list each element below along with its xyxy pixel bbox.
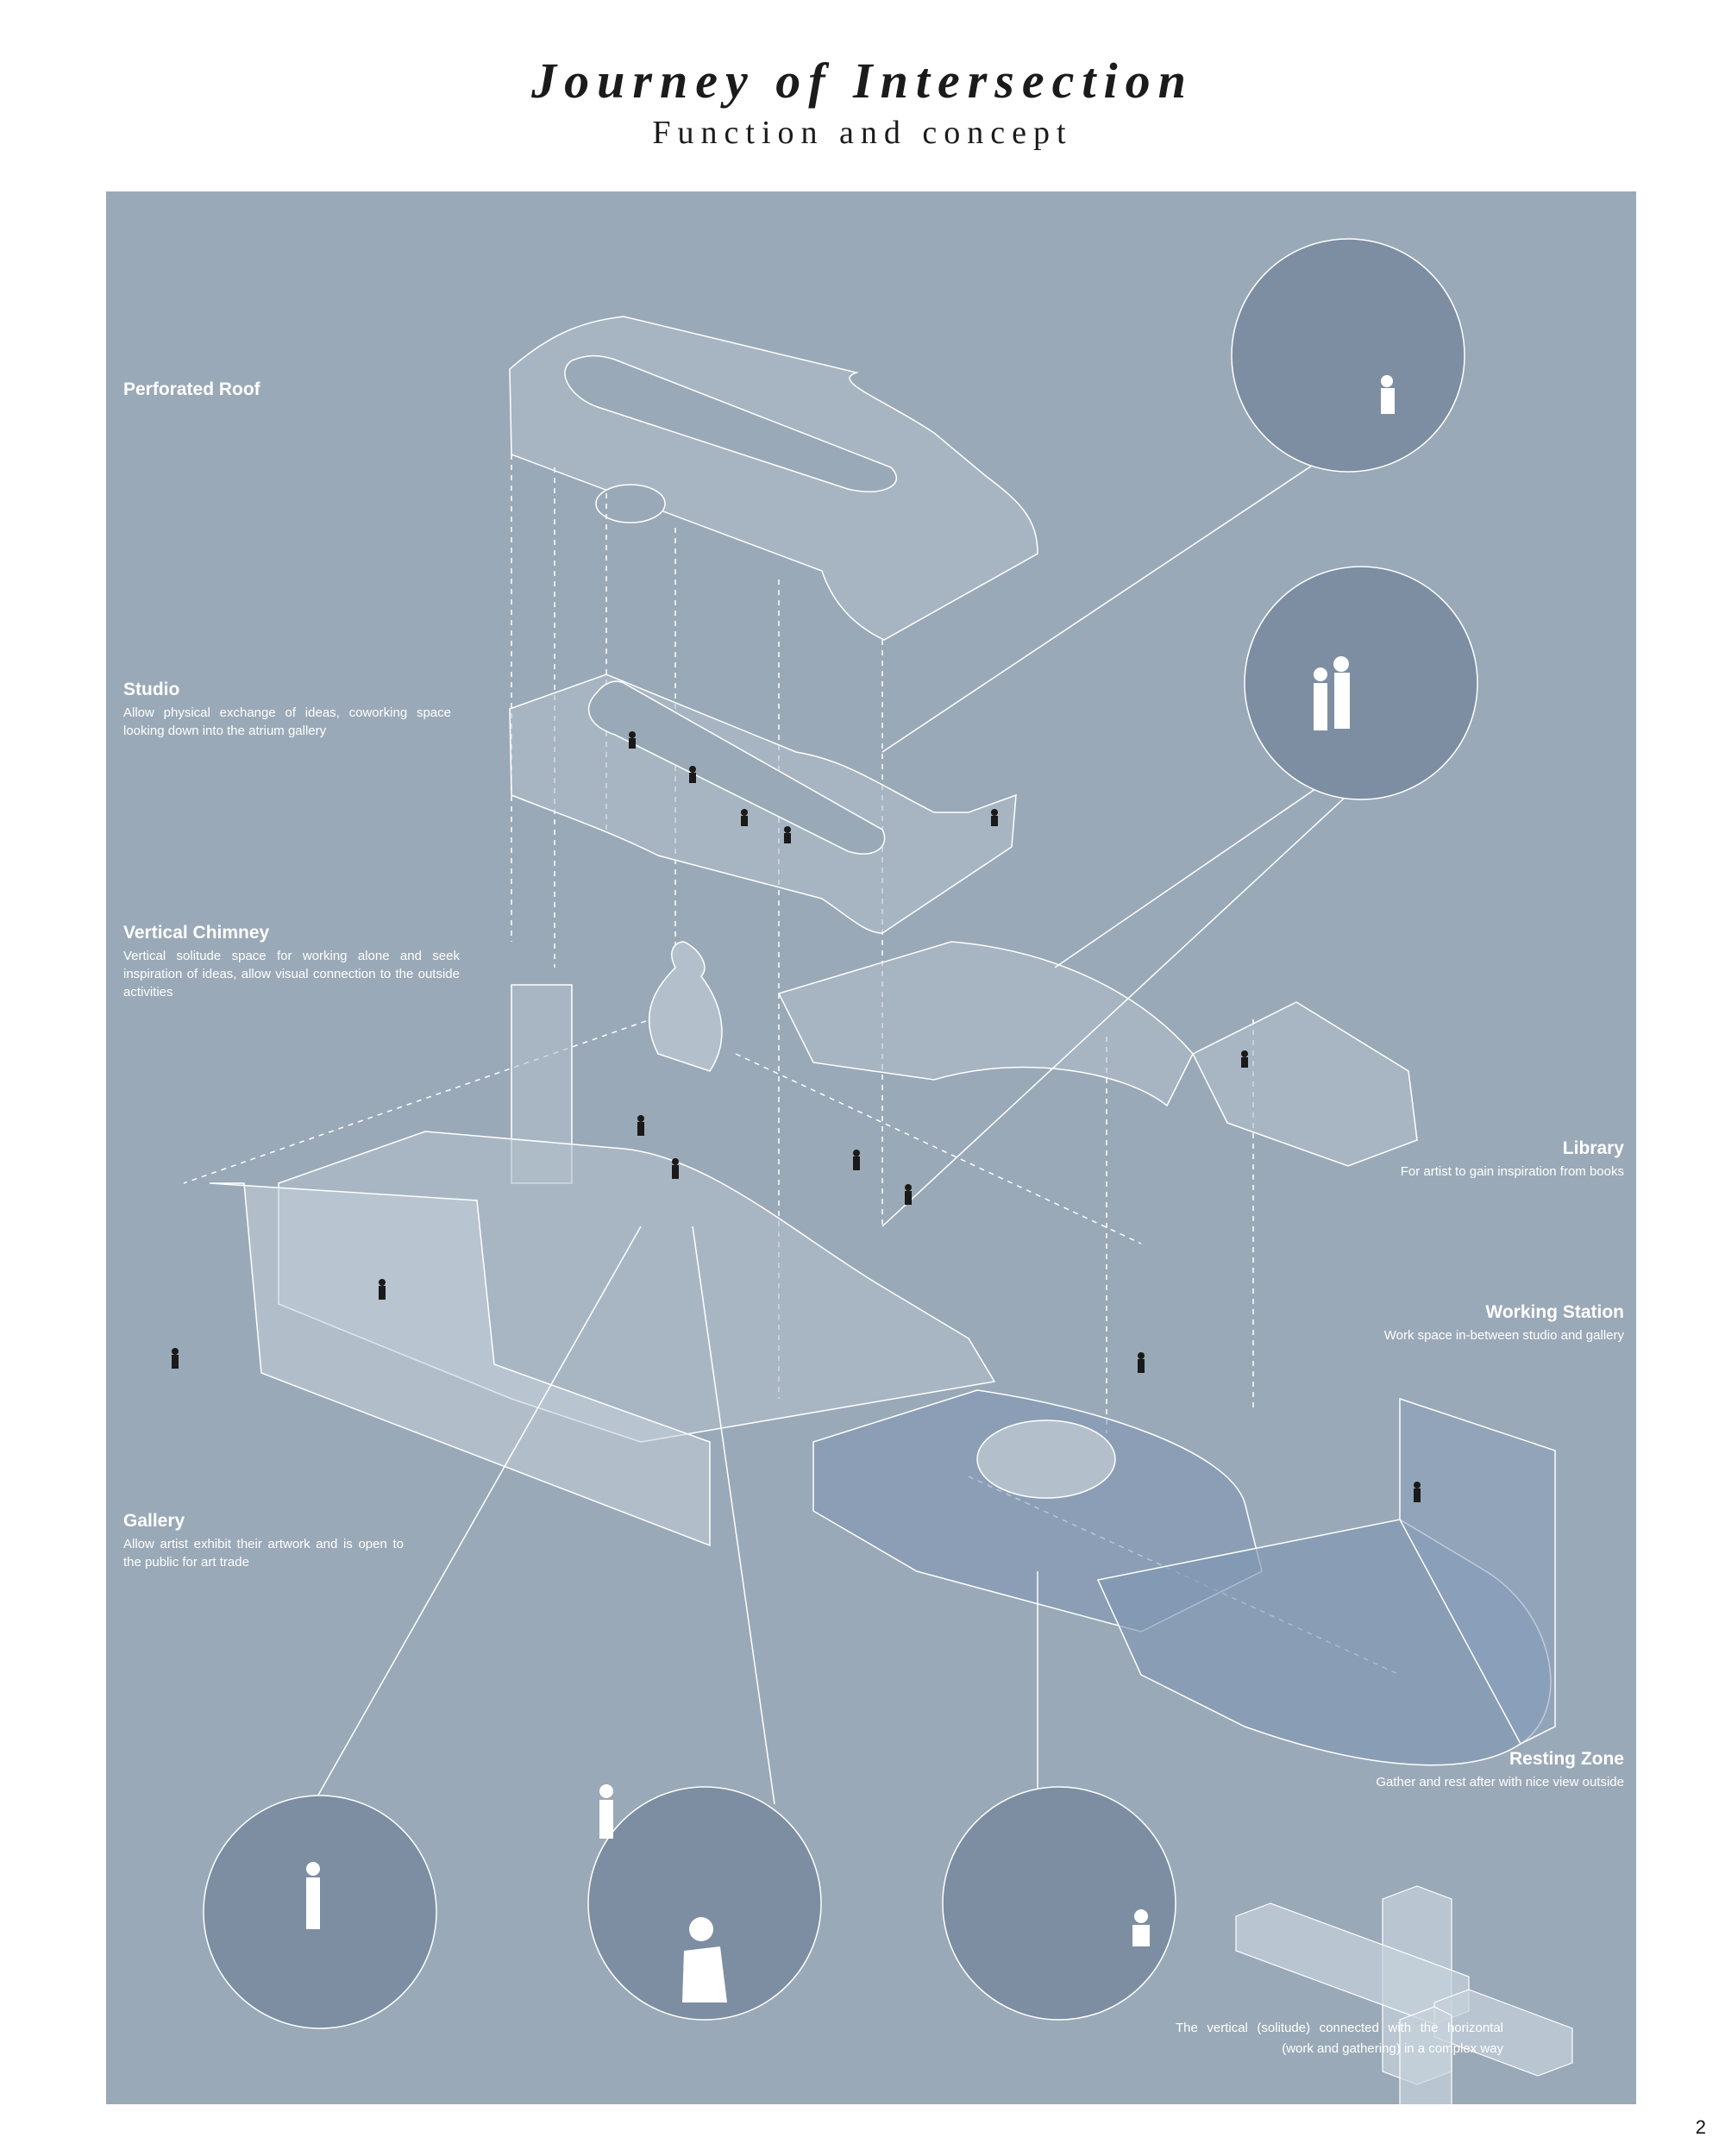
axonometric-drawing — [172, 238, 1573, 2104]
people-silhouettes — [172, 731, 1421, 1502]
vignette-studio — [1244, 566, 1478, 800]
page-title: Journey of Intersection — [531, 53, 1194, 109]
library-volume — [1191, 1001, 1418, 1167]
vignette-resting — [942, 1786, 1176, 2021]
page-number: 2 — [1695, 2116, 1706, 2138]
stair-drum — [976, 1420, 1116, 1499]
chimney-vase — [648, 941, 723, 1072]
concept-blocks — [1235, 1885, 1573, 2104]
curved-ramp — [777, 941, 1194, 1107]
label-resting-zone: Resting Zone Gather and rest after with … — [1376, 1749, 1624, 1789]
page-subtitle: Function and concept — [652, 115, 1073, 151]
label-gallery: Gallery Allow artist exhibit their artwo… — [123, 1511, 404, 1570]
vignette-roof — [1231, 238, 1465, 473]
label-library: Library For artist to gain inspiration f… — [1400, 1138, 1624, 1179]
label-vertical-chimney: Vertical Chimney Vertical solitude space… — [123, 923, 460, 1000]
resting-zone-wall — [1399, 1397, 1556, 1745]
vignette-chimney — [587, 1786, 822, 2021]
concept-note: The vertical (solitude) connected with t… — [1176, 2021, 1503, 2056]
studio-atrium — [588, 680, 886, 855]
label-studio: Studio Allow physical exchange of ideas,… — [123, 680, 451, 738]
vignette-figures — [306, 375, 1395, 2002]
label-perforated-roof: Perforated Roof — [123, 379, 260, 399]
diagram-panel: Perforated Roof Studio Allow physical ex… — [106, 191, 1636, 2104]
roof-opening — [564, 354, 897, 492]
gallery-wall — [209, 1182, 711, 1547]
label-working-station: Working Station Work space in-between st… — [1383, 1302, 1624, 1343]
roof-circle-opening — [595, 484, 666, 523]
